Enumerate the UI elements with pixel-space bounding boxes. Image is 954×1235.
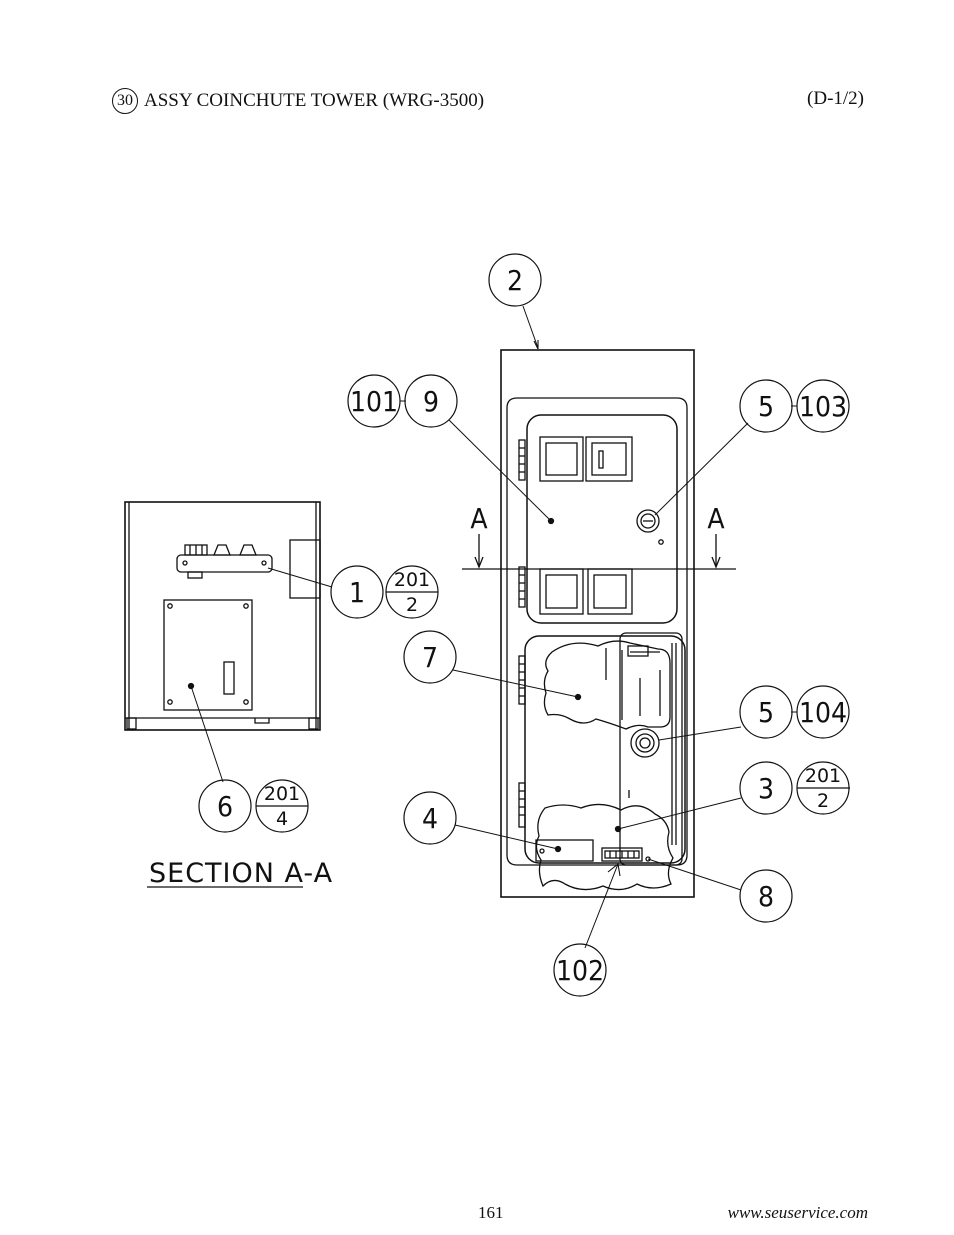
- callout-3: 3: [758, 772, 774, 805]
- assembly-title: ASSY COINCHUTE TOWER (WRG-3500): [144, 90, 485, 111]
- callout-8: 8: [758, 880, 774, 913]
- section-cut-line: [462, 534, 736, 570]
- callout-5-bottom: 5: [758, 696, 774, 729]
- sheet-indicator: (D-1/2): [807, 88, 864, 109]
- section-marker-left: A: [470, 502, 488, 535]
- section-view: [124, 501, 333, 783]
- website-link[interactable]: www.seuservice.com: [727, 1203, 868, 1222]
- callout-7: 7: [422, 641, 438, 674]
- callout-1-fraction-bottom: 2: [406, 594, 418, 616]
- item-number-badge: 30: [112, 88, 138, 114]
- section-label: SECTION A-A: [149, 858, 333, 889]
- callout-5-top: 5: [758, 390, 774, 423]
- callout-9: 9: [423, 385, 439, 418]
- callout-101: 101: [350, 385, 398, 418]
- callout-1: 1: [349, 576, 365, 609]
- page-number: 161: [478, 1203, 504, 1222]
- callout-6-fraction-bottom: 4: [276, 808, 288, 830]
- page-header-title: 30 ASSY COINCHUTE TOWER (WRG-3500): [112, 88, 484, 114]
- callout-3-fraction-bottom: 2: [817, 790, 829, 812]
- callout-104: 104: [799, 696, 847, 729]
- section-marker-right: A: [707, 502, 725, 535]
- callout-6-fraction-top: 201: [264, 783, 300, 805]
- callout-6: 6: [217, 790, 233, 823]
- leader-lines: [400, 305, 797, 949]
- callout-1-fraction-top: 201: [394, 569, 430, 591]
- callout-4: 4: [422, 802, 438, 835]
- callout-102: 102: [556, 954, 604, 987]
- callout-2: 2: [507, 264, 523, 297]
- callout-103: 103: [799, 390, 847, 423]
- callout-bubbles: [198, 253, 850, 997]
- tower-front-view: [500, 349, 695, 898]
- callout-3-fraction-top: 201: [805, 765, 841, 787]
